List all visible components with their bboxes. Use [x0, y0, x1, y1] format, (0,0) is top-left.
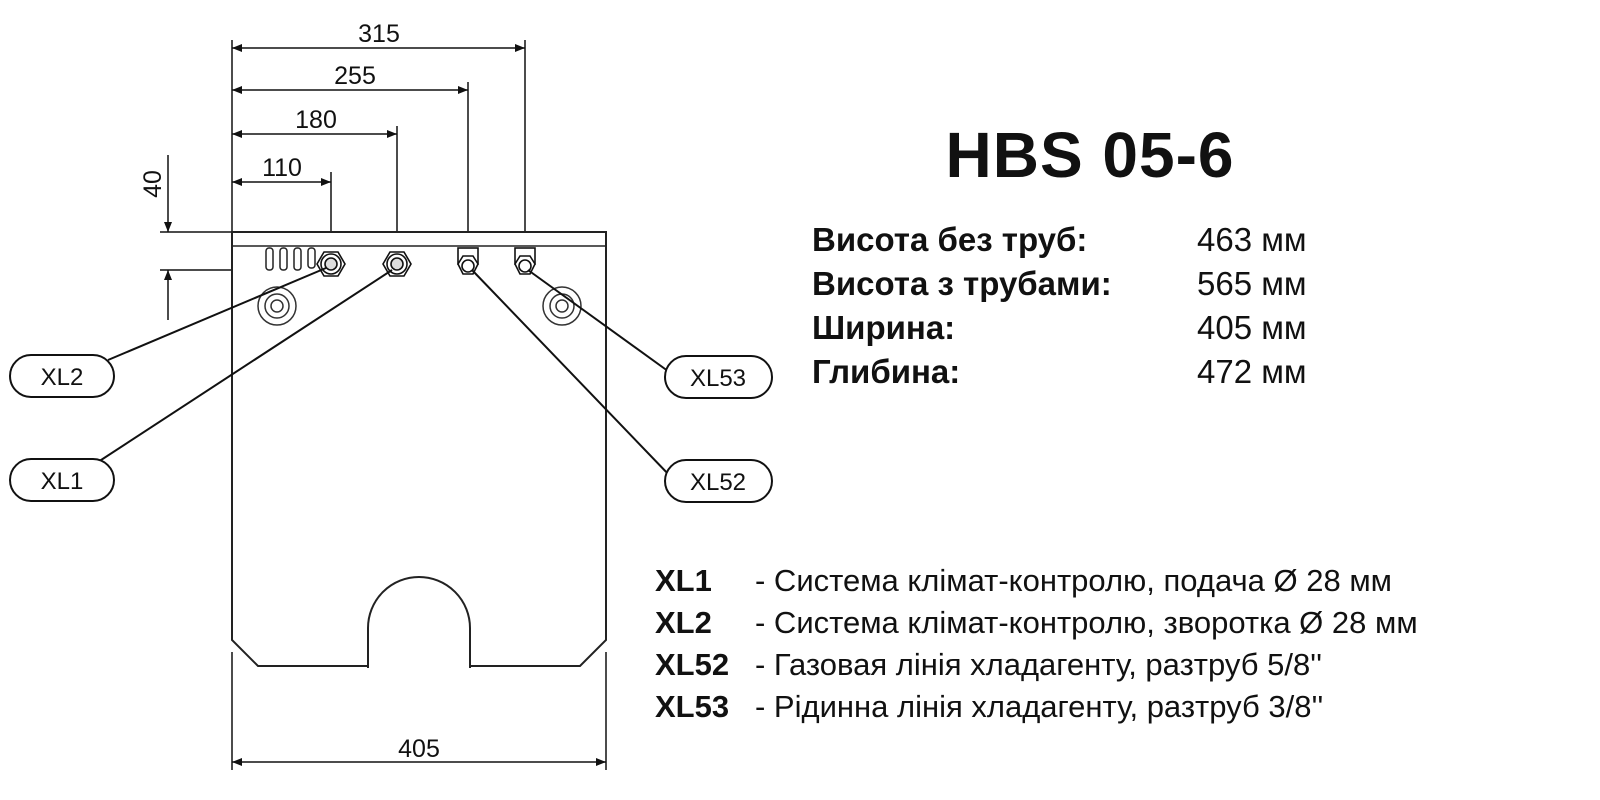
legend-item: XL53 - Рідинна лінія хладагенту, разтруб… [655, 686, 1418, 728]
callout-xl2: XL2 [9, 354, 115, 398]
spec-label: Глибина: [812, 353, 961, 390]
callout-xl52-label: XL52 [690, 469, 746, 496]
legend-code: XL52 [655, 647, 730, 682]
dim-405: 405 [398, 735, 440, 763]
dim-110: 110 [262, 154, 302, 182]
legend-code: XL2 [655, 605, 712, 640]
callout-xl1: XL1 [9, 458, 115, 502]
legend-description: - Система клімат-контролю, подача Ø 28 м… [755, 563, 1392, 598]
legend-code: XL1 [655, 563, 712, 598]
legend-item: XL1 - Система клімат-контролю, подача Ø … [655, 560, 1418, 602]
legend-code: XL53 [655, 689, 730, 724]
dimension-lines [160, 40, 607, 770]
callout-xl52: XL52 [664, 459, 773, 503]
spec-value: 472 мм [1197, 353, 1307, 390]
spec-row: Глибина: 472 мм [812, 350, 1307, 394]
leader-lines [97, 267, 673, 479]
spec-label: Висота з трубами: [812, 265, 1112, 302]
legend-description: - Газовая лінія хладагенту, разтруб 5/8'… [755, 647, 1323, 682]
legend-description: - Система клімат-контролю, зворотка Ø 28… [755, 605, 1418, 640]
callout-xl53-label: XL53 [690, 365, 746, 392]
spec-label: Висота без труб: [812, 221, 1088, 258]
dim-315: 315 [358, 20, 400, 48]
legend-description: - Рідинна лінія хладагенту, разтруб 3/8'… [755, 689, 1324, 724]
spec-table: Висота без труб: 463 мм Висота з трубами… [812, 218, 1307, 394]
spec-row: Ширина: 405 мм [812, 306, 1307, 350]
legend-item: XL2 - Система клімат-контролю, зворотка … [655, 602, 1418, 644]
spec-value: 463 мм [1197, 221, 1307, 258]
dim-180: 180 [295, 106, 337, 134]
callout-xl1-label: XL1 [41, 468, 84, 495]
spec-value: 405 мм [1197, 309, 1307, 346]
product-title: HBS 05-6 [945, 119, 1235, 191]
dim-255: 255 [334, 62, 376, 90]
spec-value: 565 мм [1197, 265, 1307, 302]
callout-xl2-label: XL2 [41, 364, 84, 391]
top-slots [265, 247, 316, 271]
side-grommets [257, 286, 582, 326]
spec-row: Висота з трубами: 565 мм [812, 262, 1307, 306]
spec-row: Висота без труб: 463 мм [812, 218, 1307, 262]
legend-item: XL52 - Газовая лінія хладагенту, разтруб… [655, 644, 1418, 686]
dim-40: 40 [139, 170, 167, 198]
unit-body [231, 231, 607, 668]
spec-label: Ширина: [812, 309, 956, 346]
connection-legend: XL1 - Система клімат-контролю, подача Ø … [655, 560, 1418, 728]
callout-xl53: XL53 [664, 355, 773, 399]
